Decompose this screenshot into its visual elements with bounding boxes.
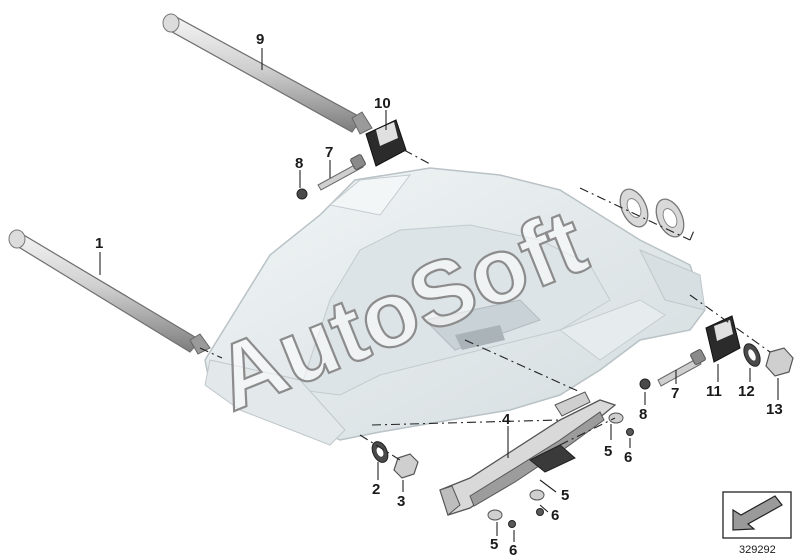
callout-11: 11 <box>706 383 722 400</box>
callout-6-c: 6 <box>509 542 517 559</box>
part-10-bracket <box>365 119 407 167</box>
part-5-clip-b <box>529 489 545 501</box>
part-8-nut-upper <box>296 188 308 200</box>
part-4-chain-guide <box>439 391 617 516</box>
part-7-bolt-upper <box>317 154 366 191</box>
part-2-washer <box>371 441 389 463</box>
part-3-nut <box>393 453 419 479</box>
part-5-clip-a <box>608 412 624 424</box>
part-9-rod <box>162 13 373 135</box>
callout-6-b: 6 <box>551 507 559 524</box>
upper-right-washers <box>619 188 685 238</box>
assembly-axis-lines <box>199 149 771 461</box>
part-11-bracket <box>705 315 741 363</box>
callout-13: 13 <box>766 401 783 418</box>
callout-7-right: 7 <box>671 385 679 402</box>
part-7-bolt-right <box>657 349 706 387</box>
callout-5-a: 5 <box>604 443 612 460</box>
part-1-rod <box>8 229 211 355</box>
callout-6-a: 6 <box>624 449 632 466</box>
part-5-clip-c <box>487 509 503 521</box>
part-12-washer <box>743 343 761 367</box>
part-6-screw-c <box>508 520 516 528</box>
part-8-nut-right <box>639 378 651 390</box>
callout-3: 3 <box>397 493 405 510</box>
callout-12: 12 <box>738 383 755 400</box>
callout-5-c: 5 <box>490 536 498 553</box>
nav-arrow-box[interactable] <box>722 491 792 539</box>
leader-lines <box>99 48 779 542</box>
callout-2: 2 <box>372 481 380 498</box>
callout-5-b: 5 <box>561 487 569 504</box>
part-6-screw-b <box>536 508 544 516</box>
callout-labels: 9 10 7 8 1 4 5 6 5 6 5 6 2 3 7 8 11 12 1… <box>95 31 783 559</box>
callout-8-right: 8 <box>639 406 647 423</box>
callout-9: 9 <box>256 31 264 48</box>
callout-7-upper: 7 <box>325 144 333 161</box>
swingarm <box>204 167 706 446</box>
reference-number: 329292 <box>739 544 776 556</box>
callout-4: 4 <box>502 411 511 428</box>
arrow-down-left-icon <box>732 495 783 531</box>
callout-10: 10 <box>374 95 391 112</box>
part-13-nut <box>765 347 794 377</box>
callout-1: 1 <box>95 235 103 252</box>
callout-8-upper: 8 <box>295 155 303 172</box>
part-6-screw-a <box>626 428 634 436</box>
